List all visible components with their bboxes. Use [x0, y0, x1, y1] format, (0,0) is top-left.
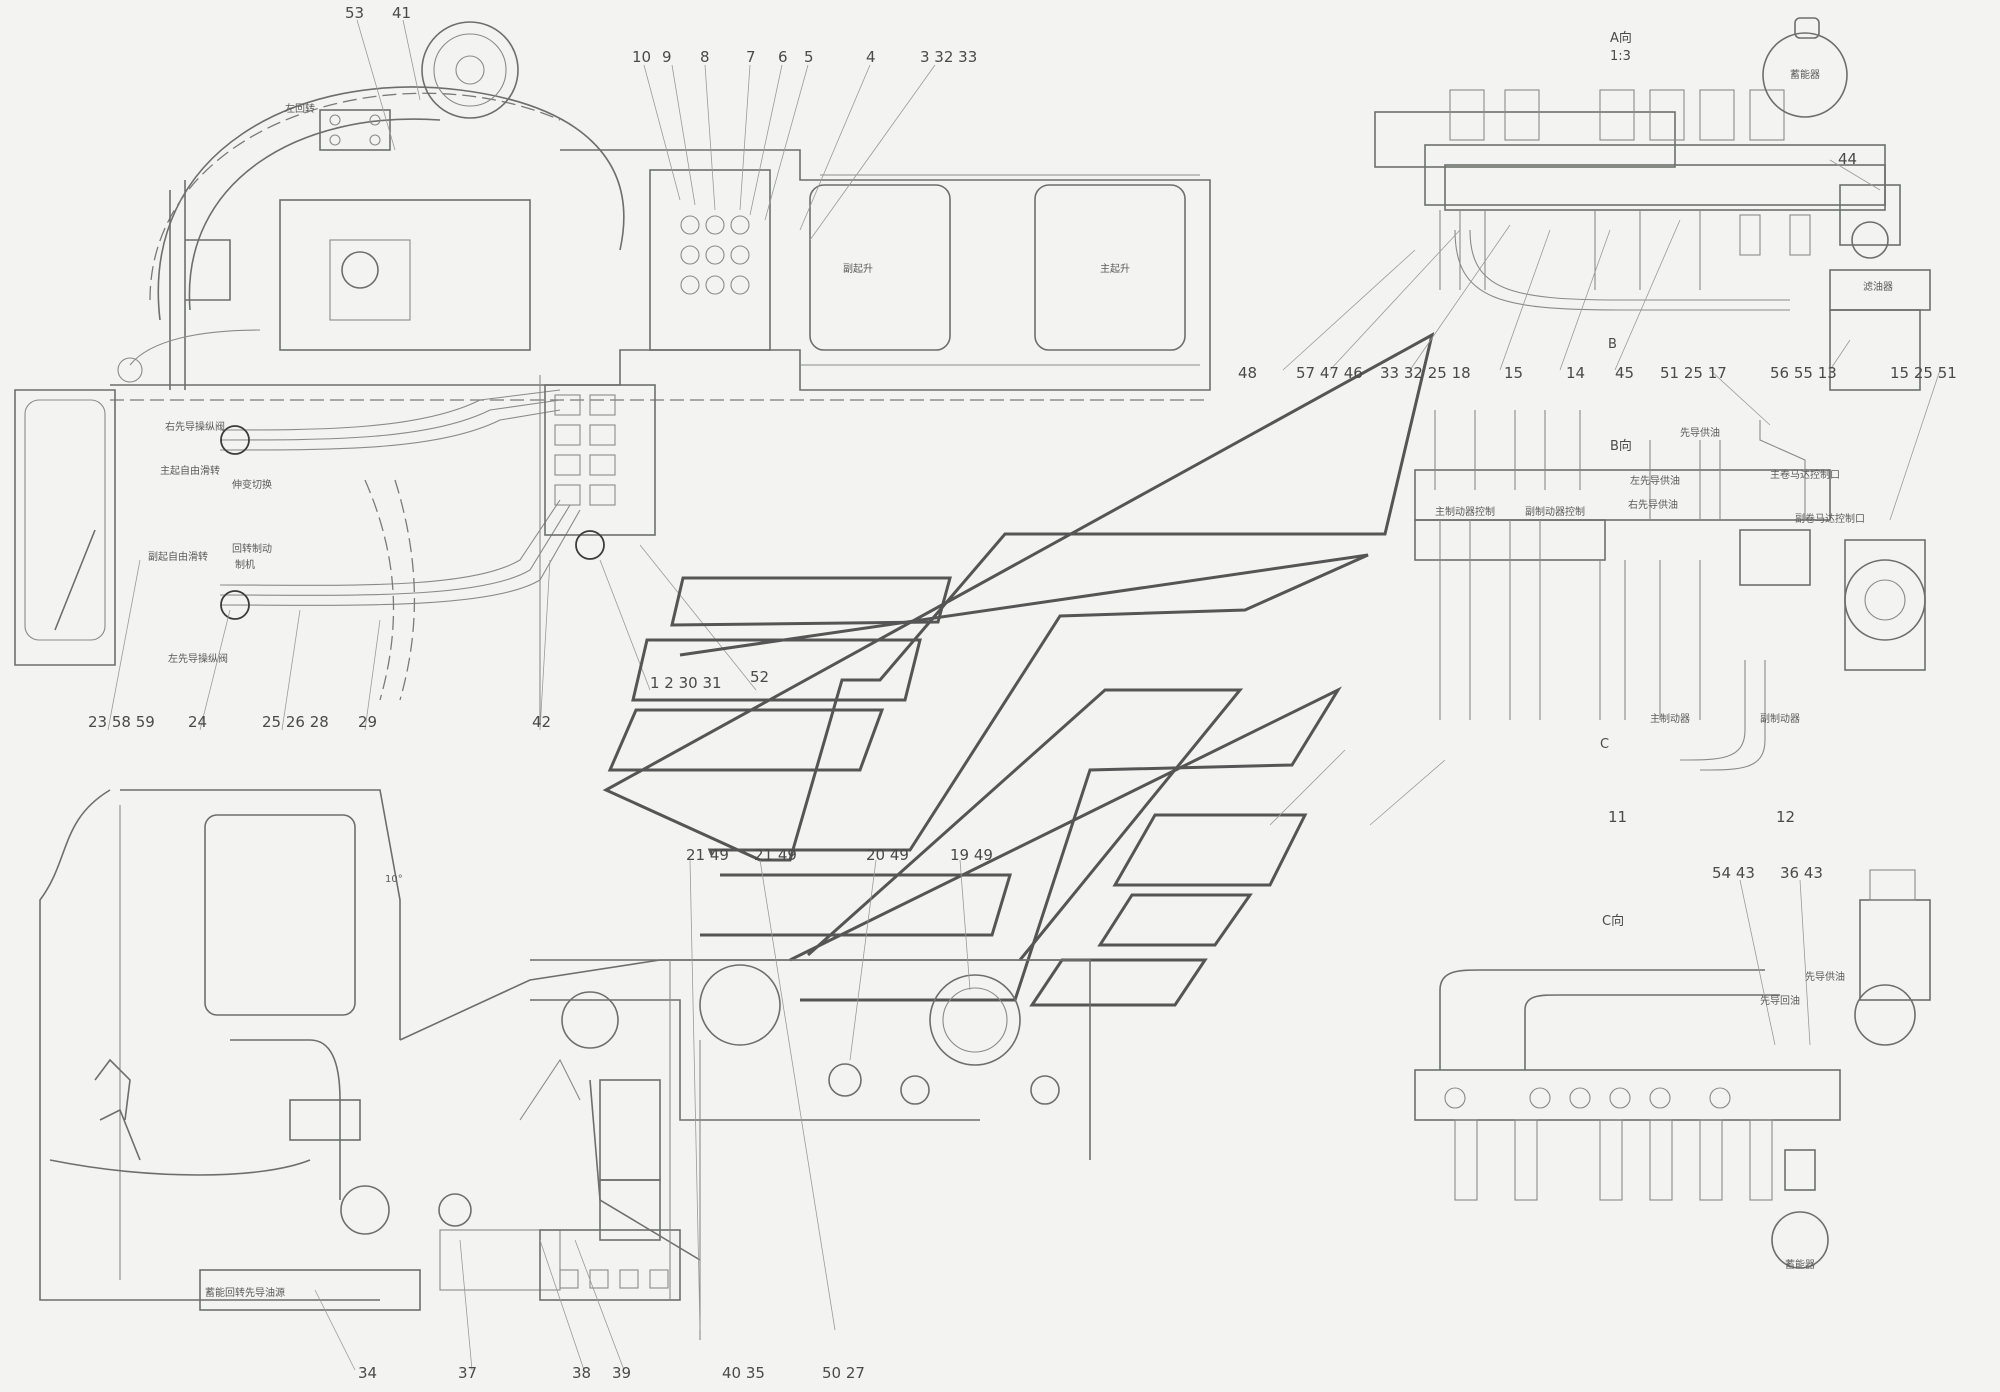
callout: 42: [532, 713, 551, 731]
callout: 44: [1838, 150, 1857, 168]
view-c-label: C向: [1602, 913, 1624, 929]
part-label: 先导回油: [1760, 994, 1800, 1007]
callout: 29: [358, 713, 377, 731]
part-label: 蓄能器: [1785, 1258, 1815, 1271]
part-label: 左回转: [285, 102, 315, 115]
callout: 51 25 17: [1660, 364, 1727, 382]
callout: 48: [1238, 364, 1257, 382]
callout: 21 49: [754, 846, 797, 864]
part-label: 主起升: [1100, 263, 1130, 275]
part-label: 蓄能回转先导油源: [205, 1286, 285, 1299]
part-label: 回转制动: [232, 542, 272, 555]
view-b-label: B向: [1610, 438, 1632, 454]
view-labels: A向 1:3 B向 C向 B C 10°: [385, 30, 1632, 929]
callout: 10: [632, 48, 651, 66]
part-labels-lower: 蓄能回转先导油源: [205, 1286, 285, 1299]
part-label: 副制动器控制: [1525, 505, 1585, 518]
callout: 15 25 51: [1890, 364, 1957, 382]
part-label: 左先导操纵阀: [168, 652, 228, 665]
callout: 40 35: [722, 1364, 765, 1382]
part-label: 先导供油: [1805, 970, 1845, 983]
callout: 25 26 28: [262, 713, 329, 731]
part-label: 副起升: [843, 263, 873, 275]
callout: 33 32 25 18: [1380, 364, 1471, 382]
part-labels-plan: 左回转 副起升 主起升 右先导操纵阀 主起自由滑转 伸变切换 副起自由滑转 回转…: [148, 102, 1130, 665]
view-c: [1414, 869, 1931, 1269]
part-label: 先导供油: [1680, 426, 1720, 439]
part-label: 主卷马达控制口: [1770, 468, 1840, 481]
callout: 45: [1615, 364, 1634, 382]
part-label: 副制动器: [1760, 712, 1800, 725]
plan-view: [14, 21, 1211, 725]
callout: 15: [1504, 364, 1523, 382]
callout: 38: [572, 1364, 591, 1382]
arrow-c-label: C: [1600, 737, 1609, 752]
callout: 56 55 13: [1770, 364, 1837, 382]
part-label: 左先导供油: [1630, 474, 1680, 487]
callout: 19 49: [950, 846, 993, 864]
part-label: 右先导供油: [1628, 498, 1678, 511]
part-label: 主制动器控制: [1435, 505, 1495, 518]
callout: 39: [612, 1364, 631, 1382]
callout: 5: [804, 48, 814, 66]
callout: 14: [1566, 364, 1585, 382]
part-label: 副卷马达控制口: [1795, 512, 1865, 525]
part-label: 副起自由滑转: [148, 550, 208, 563]
callout: 21 49: [686, 846, 729, 864]
callout: 41: [392, 4, 411, 22]
view-a: [1374, 17, 1931, 391]
callout: 24: [188, 713, 207, 731]
callout: 36 43: [1780, 864, 1823, 882]
callout: 3 32 33: [920, 48, 977, 66]
callout: 52: [750, 668, 769, 686]
part-label: 右先导操纵阀: [165, 420, 225, 433]
view-a-label: A向: [1610, 30, 1632, 46]
callout: 8: [700, 48, 710, 66]
logo-mark: [602, 332, 1435, 1007]
callout: 53: [345, 4, 364, 22]
part-label: 蓄能器: [1790, 68, 1820, 81]
callout: 9: [662, 48, 672, 66]
callout: 20 49: [866, 846, 909, 864]
arrow-b-label: B: [1608, 337, 1617, 352]
part-label: 主制动器: [1650, 712, 1690, 725]
callout: 11: [1608, 808, 1627, 826]
angle-label: 10°: [385, 874, 403, 885]
callout: 7: [746, 48, 756, 66]
part-label: 主起自由滑转: [160, 464, 220, 477]
callout: 6: [778, 48, 788, 66]
side-view: [39, 789, 1091, 1340]
part-label: 伸变切换: [232, 478, 272, 491]
view-b: [1414, 410, 1926, 771]
part-labels-right: 蓄能器 滤油器 主制动器控制 副制动器控制 先导供油 左先导供油 右先导供油 主…: [1435, 68, 1893, 1271]
callout: 23 58 59: [88, 713, 155, 731]
callout: 4: [866, 48, 876, 66]
part-label: 制机: [235, 558, 255, 571]
callout: 50 27: [822, 1364, 865, 1382]
view-a-scale: 1:3: [1610, 49, 1631, 64]
callout: 37: [458, 1364, 477, 1382]
leader-lines-lower: [314, 159, 1941, 1371]
callout: 1 2 30 31: [650, 674, 722, 692]
callout: 57 47 46: [1296, 364, 1363, 382]
callout: 12: [1776, 808, 1795, 826]
callouts: 53 41 10 9 8 7 6 5 4 3 32 33 23 58 59 24…: [88, 4, 1957, 1382]
part-label: 滤油器: [1863, 280, 1893, 293]
callout: 54 43: [1712, 864, 1755, 882]
callout: 34: [358, 1364, 377, 1382]
